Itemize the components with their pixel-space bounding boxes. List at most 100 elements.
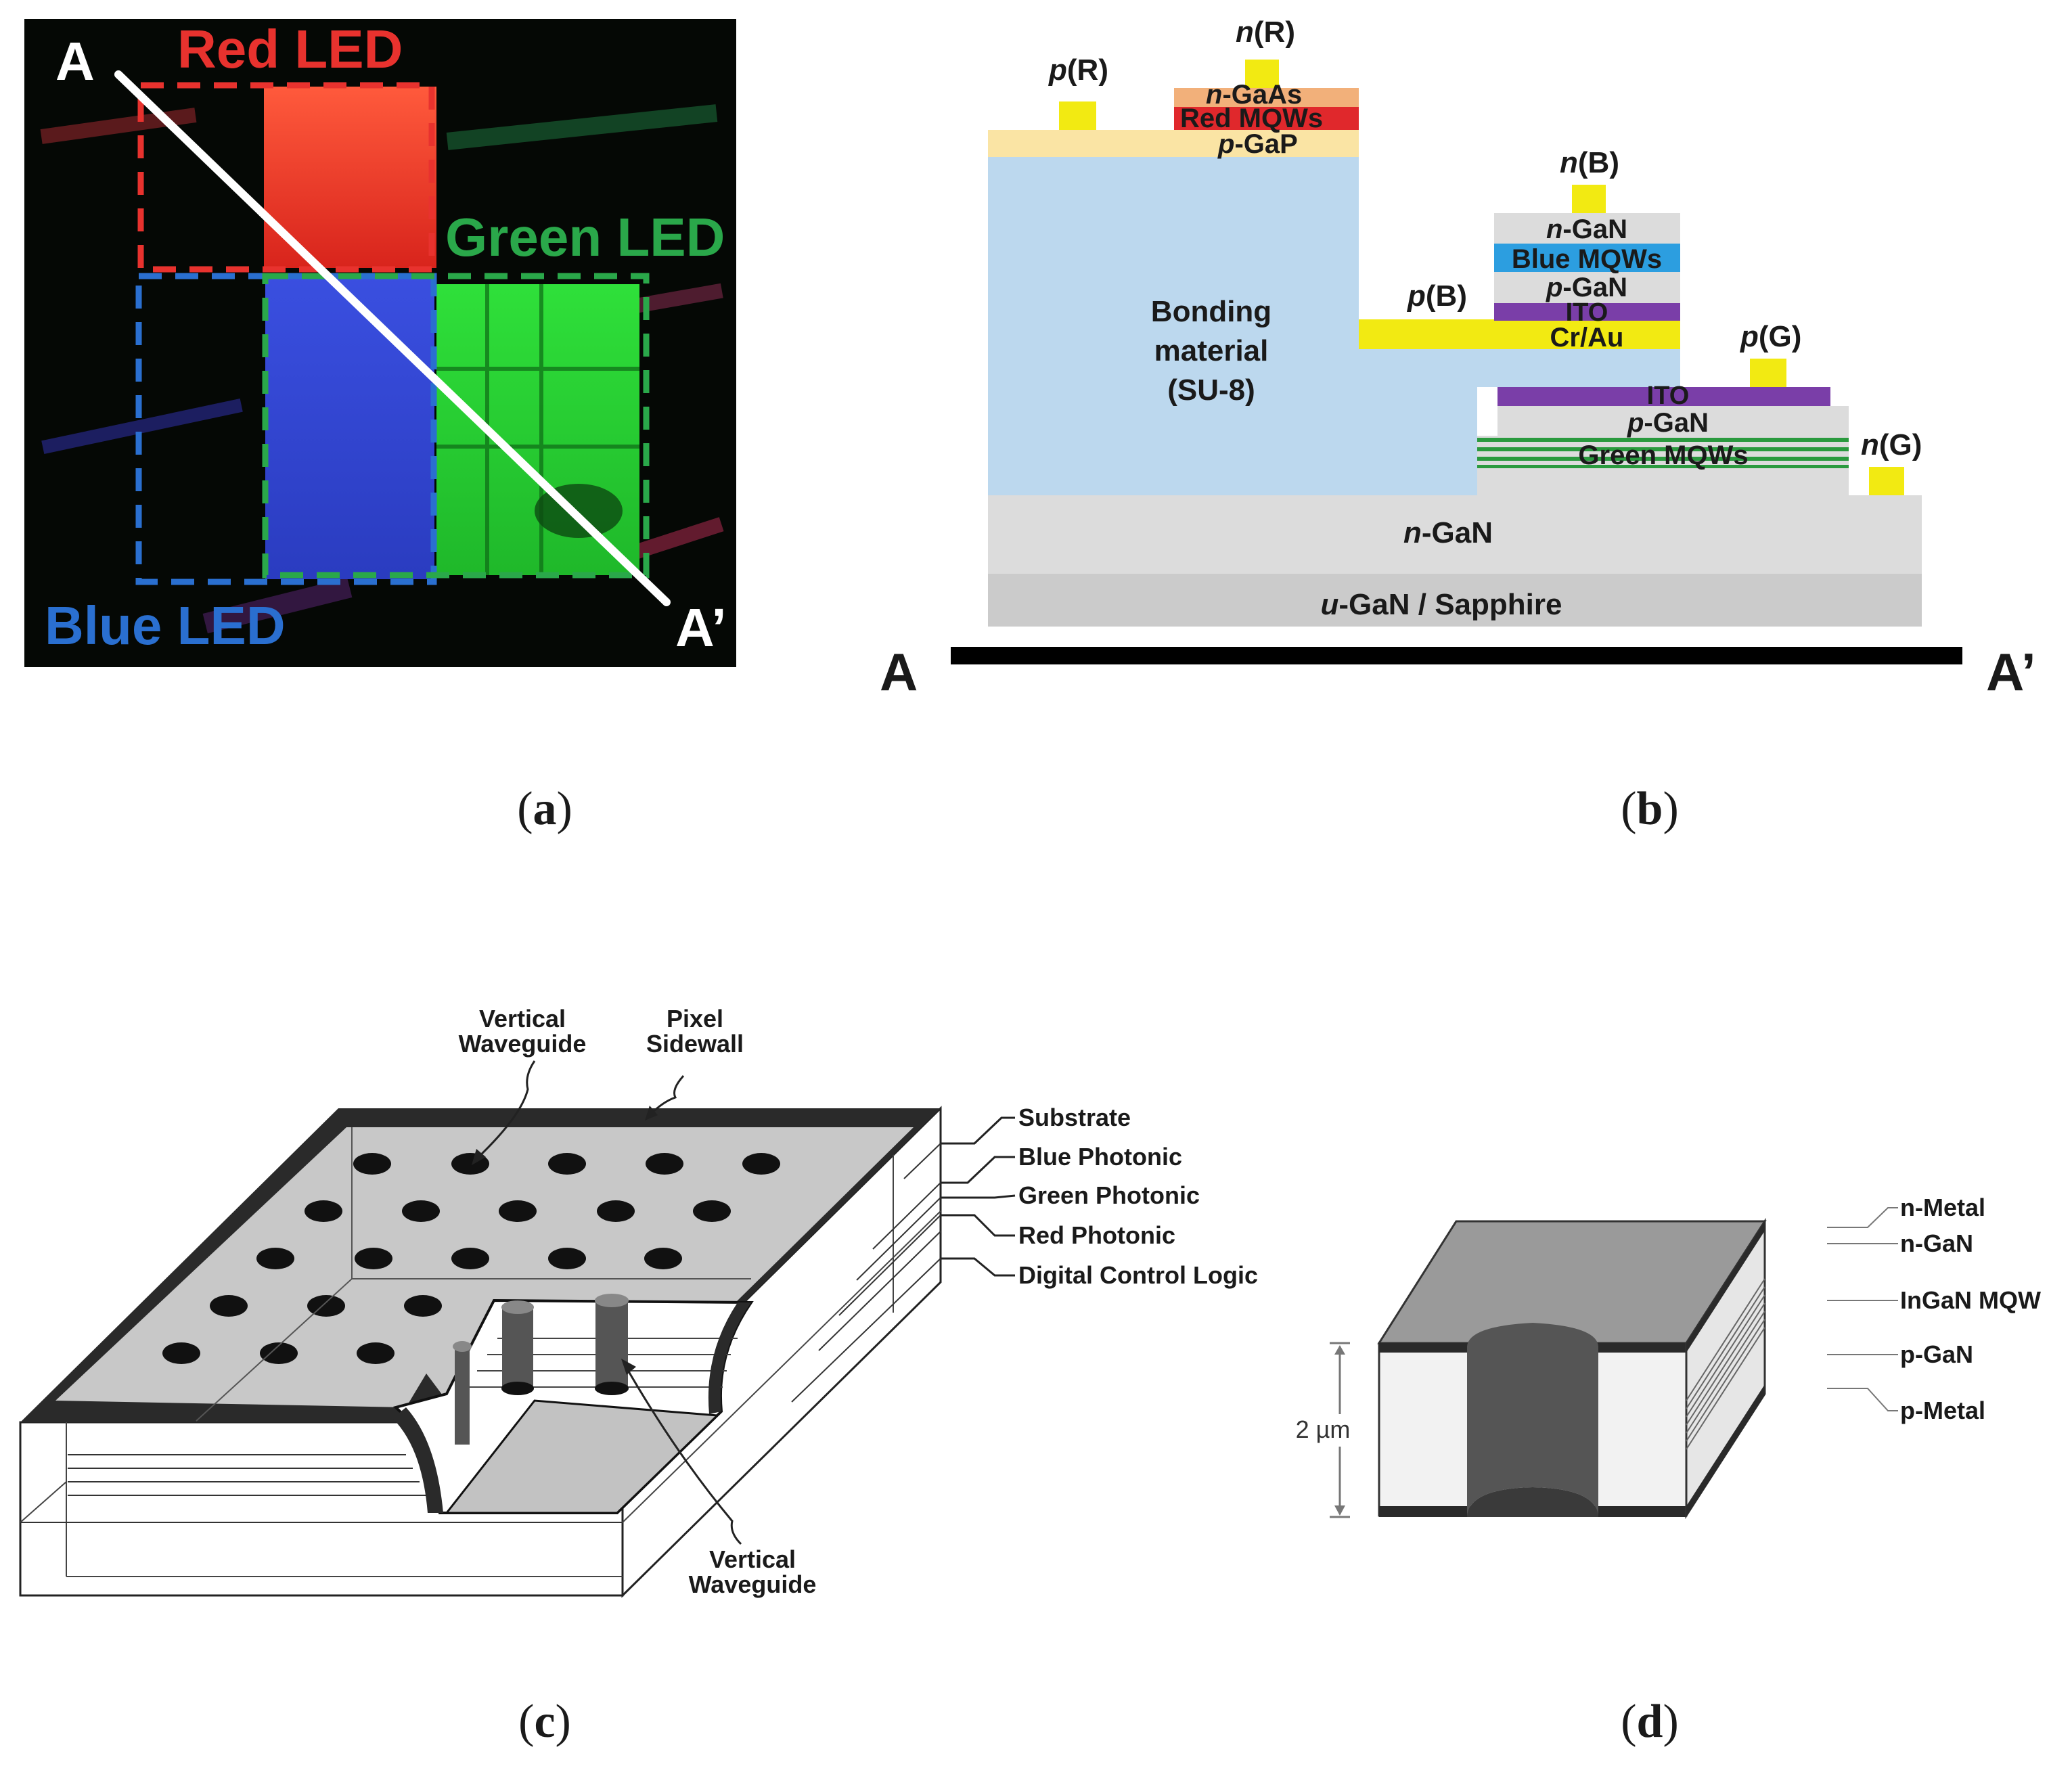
blue-led-emission (265, 275, 434, 579)
label-n-red: n(R) (1236, 16, 1295, 49)
sapphire-layer (988, 574, 1922, 627)
caption-c: (c) (518, 1696, 571, 1748)
label-pixel-sidewall-1: Pixel (667, 1005, 723, 1033)
p-gan-green-layer (1497, 406, 1849, 436)
label-blue-mqws: Blue MQWs (1512, 244, 1662, 274)
pixel-grid-lines (196, 1127, 751, 1422)
waveguide-pillar-3-base (595, 1382, 629, 1395)
right-face-mqw-lines (1686, 1278, 1765, 1450)
ito-green-layer (1497, 387, 1830, 406)
leader-substrate (941, 1116, 1015, 1145)
label-cr-au: Cr/Au (1550, 323, 1624, 353)
leader-blue-photonic (941, 1156, 1015, 1184)
label-p-green: p(G) (1740, 320, 1801, 353)
waveguide-pillar-1 (455, 1346, 470, 1445)
label-p-gap: p-GaP (1217, 129, 1298, 159)
arrowheads (472, 1106, 658, 1375)
green-led-label: Green LED (445, 207, 725, 267)
callout-arrows (476, 1060, 1016, 1545)
pad-n-blue (1572, 185, 1606, 213)
label-ito-blue: ITO (1566, 298, 1608, 327)
label-p-metal: p-Metal (1900, 1397, 1985, 1424)
panel-a-streak-bottom (202, 577, 353, 634)
panel-a: A A’ Red LED Green LED Blue LED (24, 19, 736, 667)
caption-b: (b) (1621, 783, 1679, 835)
n-gaas-layer (1174, 88, 1359, 107)
label-green-mqws: Green MQWs (1578, 440, 1748, 470)
label-green-photonic: Green Photonic (1018, 1181, 1200, 1209)
green-led-emission (436, 284, 639, 575)
n-gan-blue-layer (1494, 213, 1680, 244)
panel-c: Vertical Waveguide Pixel Sidewall Substr… (19, 1005, 1258, 1598)
label-ito-green: ITO (1647, 382, 1690, 410)
panel-a-streak-left-low (41, 399, 243, 454)
panel-d-leaders (1827, 1207, 1898, 1411)
waveguide-hole (693, 1200, 731, 1222)
waveguide-hole (402, 1200, 440, 1222)
cavity-right-wall (708, 1302, 751, 1414)
waveguide-hole (210, 1295, 248, 1317)
label-n-blue: n(B) (1560, 146, 1619, 179)
arrow-pixel-sidewall (648, 1074, 685, 1116)
label-n-gan: n-GaN (1900, 1229, 1973, 1257)
bonding-material-left (988, 157, 1359, 495)
label-blue-photonic: Blue Photonic (1018, 1143, 1182, 1171)
label-substrate: Substrate (1018, 1104, 1131, 1131)
label-p-gan: p-GaN (1900, 1340, 1973, 1368)
dimension-arrowhead-top (1334, 1345, 1345, 1355)
pixel-waveguide-base (1467, 1487, 1598, 1517)
blue-led-label: Blue LED (45, 595, 286, 656)
pad-n-red (1245, 60, 1279, 88)
p-gap-layer (988, 130, 1359, 157)
bonding-material-right (1477, 349, 1680, 387)
arrowhead-sidewall (645, 1106, 658, 1120)
cross-section-axis-bar (951, 647, 1962, 664)
label-digital-control-logic: Digital Control Logic (1018, 1261, 1258, 1289)
waveguide-hole (404, 1295, 442, 1317)
panel-b: p(R) n(R) n-GaAs Red MQWs p-GaP Bonding … (880, 16, 2036, 702)
leader-digital-control (941, 1257, 1015, 1277)
label-p-gan-green: p-GaN (1627, 408, 1709, 438)
cross-section-line (114, 70, 671, 606)
waveguide-hole (646, 1153, 683, 1175)
label-n-green: n(G) (1861, 428, 1922, 461)
waveguide-pillar-2-top (501, 1300, 534, 1314)
label-bonding-3: (SU-8) (1167, 373, 1255, 407)
label-p-gan-blue: p-GaN (1546, 273, 1627, 302)
leader-n-metal (1827, 1207, 1898, 1228)
waveguide-pillar-3 (595, 1300, 628, 1388)
pad-p-green (1750, 359, 1786, 387)
dimension-marker (1330, 1342, 1350, 1518)
p-metal-right (1686, 1384, 1765, 1517)
arrow-vertical-waveguide-top (476, 1060, 536, 1160)
waveguide-hole (548, 1153, 586, 1175)
n-metal-right (1686, 1221, 1765, 1353)
panel-d: 2 µm n-Metal n-GaN InGaN MQW p-GaN p-Met… (1296, 1194, 2041, 1520)
waveguide-pillar-1-top (453, 1341, 472, 1352)
waveguide-hole (742, 1153, 780, 1175)
waveguide-pillar-3-top (595, 1294, 629, 1307)
leader-red-photonic (941, 1214, 1015, 1237)
label-vertical-waveguide-top-2: Waveguide (459, 1030, 587, 1058)
label-ingan-mqw: InGaN MQW (1900, 1286, 2041, 1314)
axis-start-label: A (880, 642, 918, 702)
dimension-arrowhead-bottom (1334, 1505, 1345, 1516)
waveguide-holes (162, 1153, 780, 1364)
green-mqws-stripes (1477, 438, 1849, 469)
label-n-gaas: n-GaAs (1206, 80, 1302, 110)
arrowhead-waveguide-top (472, 1149, 486, 1165)
label-bonding-1: Bonding (1151, 295, 1271, 328)
label-n-gan-blue: n-GaN (1546, 214, 1627, 244)
axis-end-label: A’ (1986, 642, 2036, 702)
n-gan-base-layer (988, 495, 1922, 574)
cavity-left-wall (392, 1407, 443, 1513)
waveguide-hole (353, 1153, 391, 1175)
waveguide-hole (307, 1295, 345, 1317)
block-hidden-edges (20, 1137, 941, 1577)
label-red-mqws: Red MQWs (1180, 104, 1323, 133)
pixel-waveguide-cut (1467, 1323, 1598, 1517)
blue-mqws-layer (1494, 244, 1680, 272)
ito-blue-layer (1494, 303, 1680, 321)
waveguide-hole (644, 1248, 682, 1269)
label-p-red: p(R) (1048, 53, 1108, 87)
